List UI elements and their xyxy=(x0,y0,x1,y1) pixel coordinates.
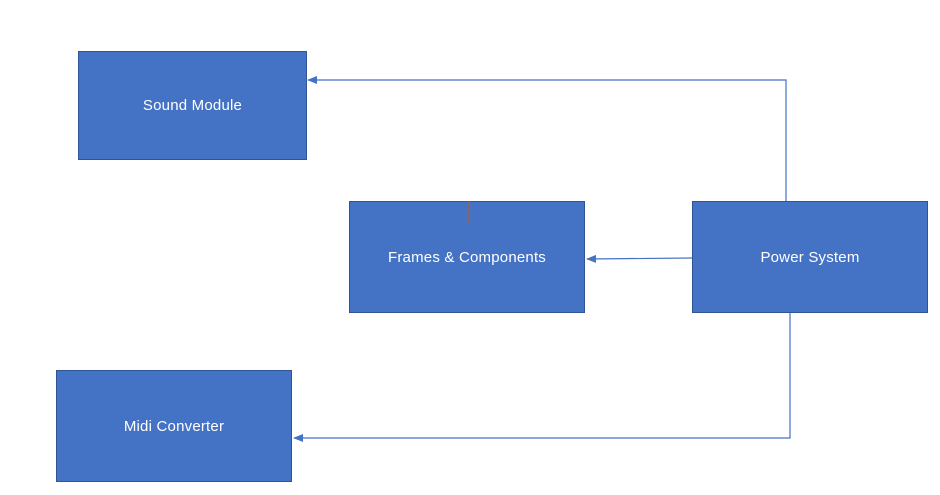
power-system-box[interactable]: Power System xyxy=(692,201,928,313)
connector-power-to-midi xyxy=(293,313,791,442)
midi-converter-box[interactable]: Midi Converter xyxy=(56,370,292,482)
sound-module-label: Sound Module xyxy=(142,97,243,114)
connector-power-to-frames xyxy=(586,254,693,263)
connector-power-to-sound xyxy=(307,76,787,201)
power-system-label: Power System xyxy=(760,248,860,266)
frames-components-label: Frames & Components xyxy=(387,248,547,266)
midi-converter-label: Midi Converter xyxy=(123,417,225,435)
sound-module-box[interactable]: Sound Module xyxy=(78,51,307,160)
frames-components-box[interactable]: Frames & Components xyxy=(349,201,585,313)
